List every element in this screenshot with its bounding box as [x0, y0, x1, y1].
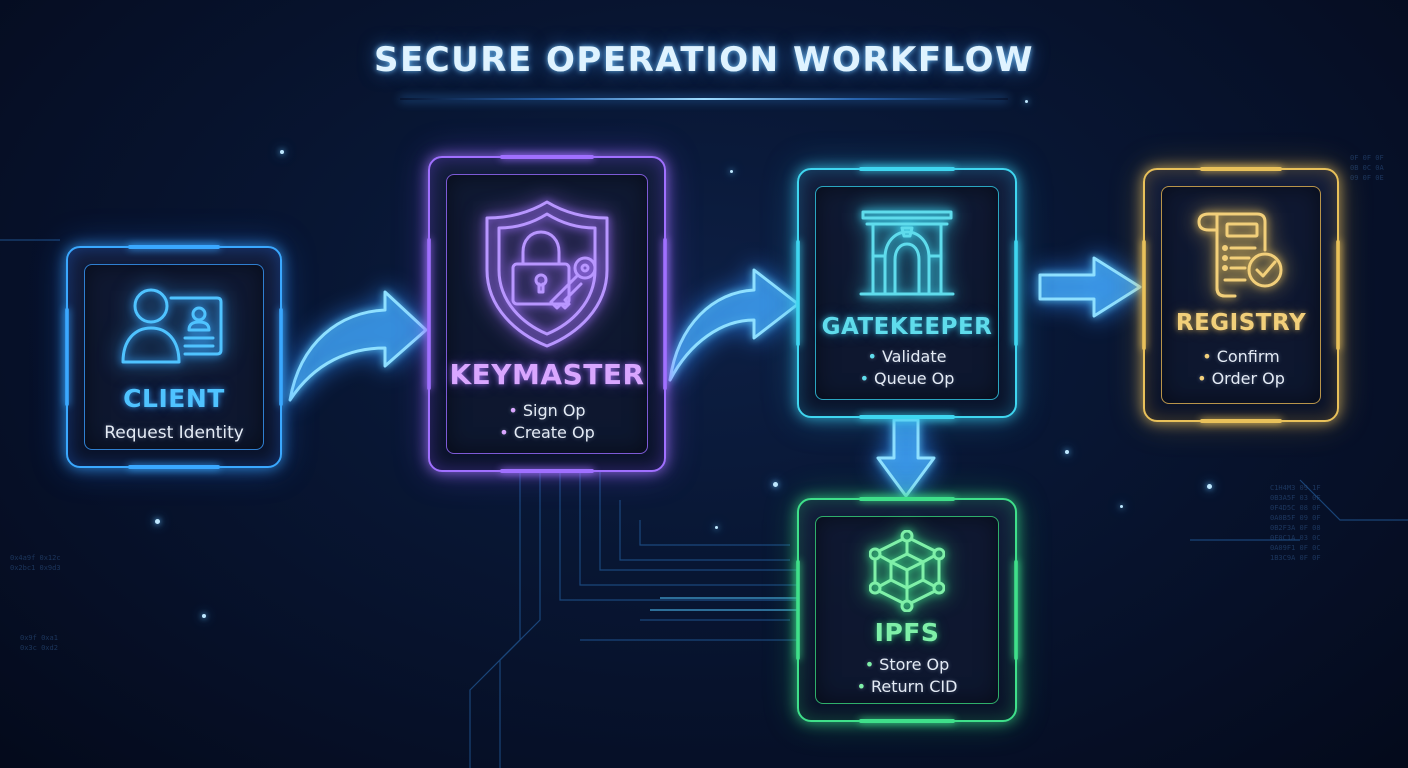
shield-lock-key-icon — [430, 198, 664, 350]
node-bullet: •Create Op — [499, 423, 595, 442]
frame-accent — [859, 415, 955, 419]
sparkle-decoration — [280, 150, 284, 154]
network-cube-icon — [799, 530, 1015, 612]
svg-text:0x3c 0xd2: 0x3c 0xd2 — [20, 644, 58, 652]
sparkle-decoration — [155, 519, 160, 524]
archway-gate-icon — [799, 208, 1015, 300]
svg-text:C1H4M3 09 1F: C1H4M3 09 1F — [1270, 484, 1321, 492]
svg-text:0B2F3A 0F 08: 0B2F3A 0F 08 — [1270, 524, 1321, 532]
svg-text:1B3C9A 0F 0F: 1B3C9A 0F 0F — [1270, 554, 1321, 562]
svg-text:0F 0F 0F: 0F 0F 0F — [1350, 154, 1384, 162]
svg-text:0F0C1A 03 0C: 0F0C1A 03 0C — [1270, 534, 1321, 542]
frame-accent — [859, 167, 955, 171]
frame-accent — [1200, 167, 1282, 171]
frame-accent — [1014, 560, 1018, 660]
node-bullet: •Return CID — [856, 677, 958, 696]
sparkle-decoration — [1207, 484, 1212, 489]
arrow-gatekeeper-to-registry — [1038, 256, 1142, 318]
frame-accent — [796, 560, 800, 660]
card-inner-panel — [84, 264, 264, 450]
frame-accent — [279, 308, 283, 406]
frame-accent — [65, 308, 69, 406]
sparkle-decoration — [773, 482, 778, 487]
node-client[interactable]: CLIENT Request Identity — [65, 245, 283, 469]
arrow-client-to-keymaster — [288, 290, 428, 402]
frame-accent — [128, 245, 220, 249]
sparkle-decoration — [1025, 100, 1028, 103]
sparkle-decoration — [715, 526, 718, 529]
frame-accent — [1200, 419, 1282, 423]
frame-accent — [859, 719, 955, 723]
node-keymaster[interactable]: KEYMASTER •Sign Op •Create Op — [427, 155, 667, 473]
svg-text:0F4D5C 08 0F: 0F4D5C 08 0F — [1270, 504, 1321, 512]
node-title: IPFS — [874, 618, 940, 647]
frame-accent — [1014, 240, 1018, 346]
node-gatekeeper[interactable]: GATEKEEPER •Validate •Queue Op — [796, 167, 1018, 419]
node-title: REGISTRY — [1175, 310, 1307, 336]
svg-text:0x9f 0xa1: 0x9f 0xa1 — [20, 634, 58, 642]
node-title: CLIENT — [123, 384, 225, 413]
node-bullet: •Store Op — [864, 655, 950, 674]
sparkle-decoration — [202, 614, 206, 618]
svg-text:0A09F1 0F 0C: 0A09F1 0F 0C — [1270, 544, 1321, 552]
svg-text:0A0B5F 09 0F: 0A0B5F 09 0F — [1270, 514, 1321, 522]
frame-accent — [859, 497, 955, 501]
sparkle-decoration — [1065, 450, 1069, 454]
svg-text:0B3A5F 03 0F: 0B3A5F 03 0F — [1270, 494, 1321, 502]
node-bullet: •Confirm — [1202, 347, 1280, 366]
sparkle-decoration — [1120, 505, 1123, 508]
svg-text:0x4a9f 0x12c: 0x4a9f 0x12c — [10, 554, 61, 562]
node-bullet: •Order Op — [1197, 369, 1285, 388]
frame-accent — [500, 155, 594, 159]
node-title: KEYMASTER — [449, 358, 645, 391]
frame-accent — [128, 465, 220, 469]
scroll-checkmark-icon — [1145, 210, 1337, 300]
node-bullet: •Queue Op — [859, 369, 955, 388]
card-inner-panel — [1161, 186, 1321, 404]
node-title: GATEKEEPER — [821, 314, 993, 340]
svg-text:0x2bc1 0x9d3: 0x2bc1 0x9d3 — [10, 564, 61, 572]
node-bullet: •Validate — [867, 347, 947, 366]
frame-accent — [1142, 240, 1146, 350]
frame-accent — [1336, 240, 1340, 350]
arrow-keymaster-to-gatekeeper — [668, 268, 800, 382]
node-description: Request Identity — [104, 423, 244, 443]
svg-text:09 0F 0E: 09 0F 0E — [1350, 174, 1384, 182]
user-id-card-icon — [68, 286, 280, 370]
frame-accent — [500, 469, 594, 473]
sparkle-decoration — [730, 170, 733, 173]
title-underline — [400, 98, 1008, 100]
frame-accent — [796, 240, 800, 346]
card-inner-panel — [446, 174, 648, 454]
node-ipfs[interactable]: IPFS •Store Op •Return CID — [796, 497, 1018, 723]
node-bullet: •Sign Op — [508, 401, 586, 420]
node-registry[interactable]: REGISTRY •Confirm •Order Op — [1142, 167, 1340, 423]
diagram-title: SECURE OPERATION WORKFLOW — [374, 40, 1034, 80]
frame-accent — [663, 238, 667, 390]
svg-text:0B 0C 0A: 0B 0C 0A — [1350, 164, 1385, 172]
frame-accent — [427, 238, 431, 390]
arrow-gatekeeper-to-ipfs — [876, 418, 936, 498]
